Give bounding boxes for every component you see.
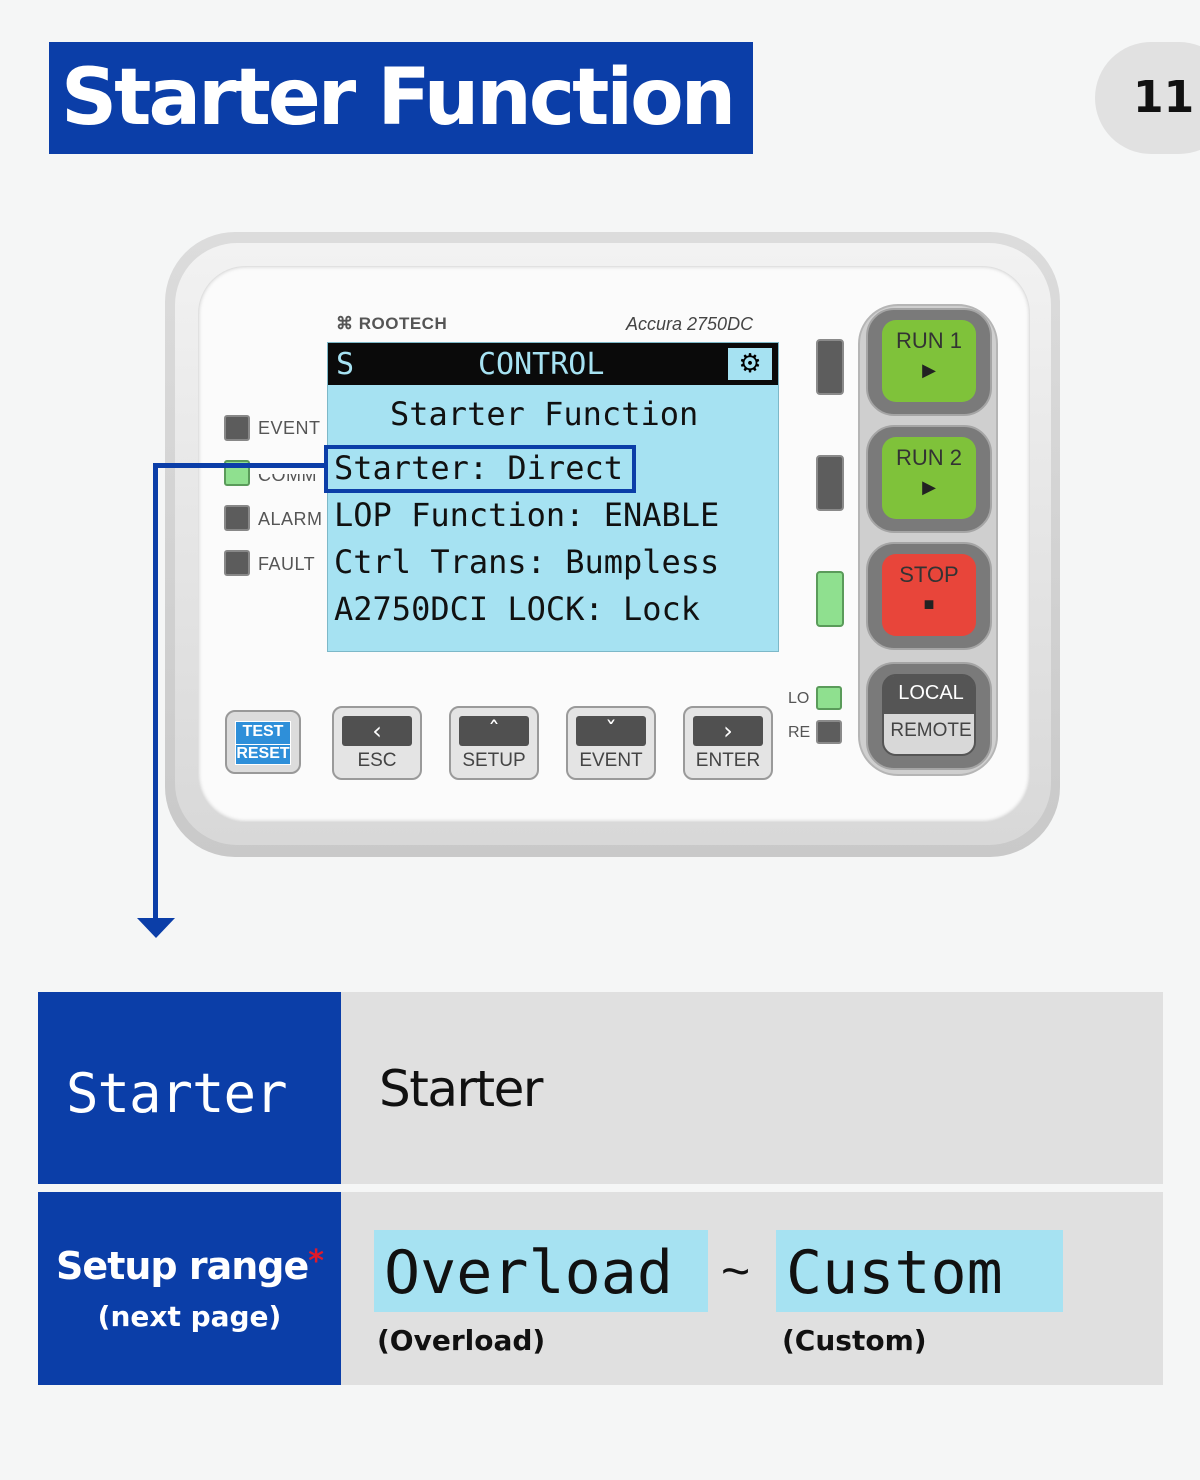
esc-button[interactable]: ‹ ESC [332, 706, 422, 780]
play-icon: ▶ [922, 477, 936, 497]
lcd-header-bar: S CONTROL ⚙ [328, 343, 778, 385]
run1-label: RUN 1 [895, 328, 962, 353]
stop-label: STOP [899, 562, 959, 587]
run1-button[interactable]: RUN 1 ▶ [866, 308, 992, 416]
chevron-left-icon: ‹ [342, 716, 412, 746]
page-title-banner: Starter Function [49, 42, 753, 154]
asterisk: * [308, 1244, 324, 1279]
run2-button[interactable]: RUN 2 ▶ [866, 425, 992, 533]
local-remote-face: LOCAL REMOTE [882, 674, 976, 756]
page-number: 11 [1133, 72, 1195, 123]
comm-led-label: COMM [258, 465, 317, 485]
event-button[interactable]: ˇ EVENT [566, 706, 656, 780]
stop-button[interactable]: STOP ■ [866, 542, 992, 650]
gear-icon: ⚙ [728, 348, 772, 380]
page-title: Starter Function [61, 53, 736, 143]
table-row-setup-range: Setup range* (next page) Overload ~ Cust… [38, 1192, 1163, 1385]
table-row-starter: Starter Starter [38, 992, 1163, 1184]
row-value-setup-range: Overload ~ Custom (Overload) (Custom) [341, 1192, 1163, 1385]
range-to-caption: (Custom) [782, 1324, 927, 1357]
lcd-screen: S CONTROL ⚙ Starter Function Starter: Di… [327, 342, 779, 652]
re-led [816, 720, 842, 744]
stop-square-icon: ■ [923, 594, 935, 614]
lcd-row-lock: A2750DCI LOCK: Lock [334, 590, 701, 628]
run2-label: RUN 2 [895, 445, 962, 470]
enter-label: ENTER [695, 750, 761, 771]
range-separator: ~ [721, 1243, 751, 1299]
lo-label: LO [788, 690, 810, 707]
row-value-starter: Starter [341, 992, 1163, 1184]
chevron-down-icon: ˇ [576, 716, 646, 746]
run2-led [816, 455, 844, 511]
lcd-header-title: CONTROL [478, 347, 605, 382]
stop-button-face: STOP ■ [882, 554, 976, 636]
setup-button[interactable]: ˆ SETUP [449, 706, 539, 780]
highlight-box [324, 445, 636, 493]
event-led-label: EVENT [258, 418, 321, 438]
lcd-menu-title: Starter Function [390, 395, 699, 433]
enter-button[interactable]: › ENTER [683, 706, 773, 780]
play-icon: ▶ [922, 360, 936, 380]
range-to-lcd: Custom [776, 1230, 1063, 1312]
esc-label: ESC [357, 750, 397, 771]
event-led [224, 415, 250, 441]
local-label: LOCAL [898, 682, 964, 704]
chevron-up-icon: ˆ [459, 716, 529, 746]
row-header-starter: Starter [38, 992, 341, 1184]
alarm-led [224, 505, 250, 531]
lcd-mode: S [336, 347, 355, 382]
chevron-right-icon: › [693, 716, 763, 746]
run1-led [816, 339, 844, 395]
re-label: RE [788, 724, 811, 741]
lcd-row-lop: LOP Function: ENABLE [334, 496, 720, 534]
stop-led [816, 571, 844, 627]
page-number-badge: 11 [1095, 42, 1200, 154]
test-reset-button[interactable]: TEST RESET [225, 710, 301, 774]
lcd-label-starter: Starter [66, 1062, 288, 1125]
model-name: Accura 2750DC [626, 314, 754, 334]
test-reset-face: TEST RESET [235, 721, 291, 765]
lcd-row-starter: Starter: Direct [334, 449, 623, 487]
range-from-lcd: Overload [374, 1230, 708, 1312]
next-page-note: (next page) [97, 1300, 282, 1333]
alarm-led-label: ALARM [258, 509, 323, 529]
run2-button-face: RUN 2 ▶ [882, 437, 976, 519]
run1-button-face: RUN 1 ▶ [882, 320, 976, 402]
connector-line-vertical [153, 463, 158, 921]
lcd-row-ctrl-trans: Ctrl Trans: Bumpless [334, 543, 720, 581]
reset-label: RESET [236, 744, 290, 762]
remote-label: REMOTE [890, 720, 972, 741]
fault-led-label: FAULT [258, 554, 316, 574]
setup-label: SETUP [462, 750, 526, 771]
event-label: EVENT [579, 750, 643, 771]
arrow-down-icon [137, 918, 175, 938]
starter-description: Starter [379, 1060, 543, 1118]
brand-logo: ⌘ ROOTECH [336, 314, 448, 333]
lo-led [816, 686, 842, 710]
row-header-setup-range: Setup range* (next page) [38, 1192, 341, 1385]
range-from-caption: (Overload) [377, 1324, 546, 1357]
local-band [884, 676, 974, 714]
setup-range-label: Setup range* [56, 1244, 324, 1288]
fault-led [224, 550, 250, 576]
local-remote-button[interactable]: LOCAL REMOTE [866, 662, 992, 770]
test-label: TEST [242, 723, 284, 740]
connector-line-horizontal [153, 463, 325, 468]
